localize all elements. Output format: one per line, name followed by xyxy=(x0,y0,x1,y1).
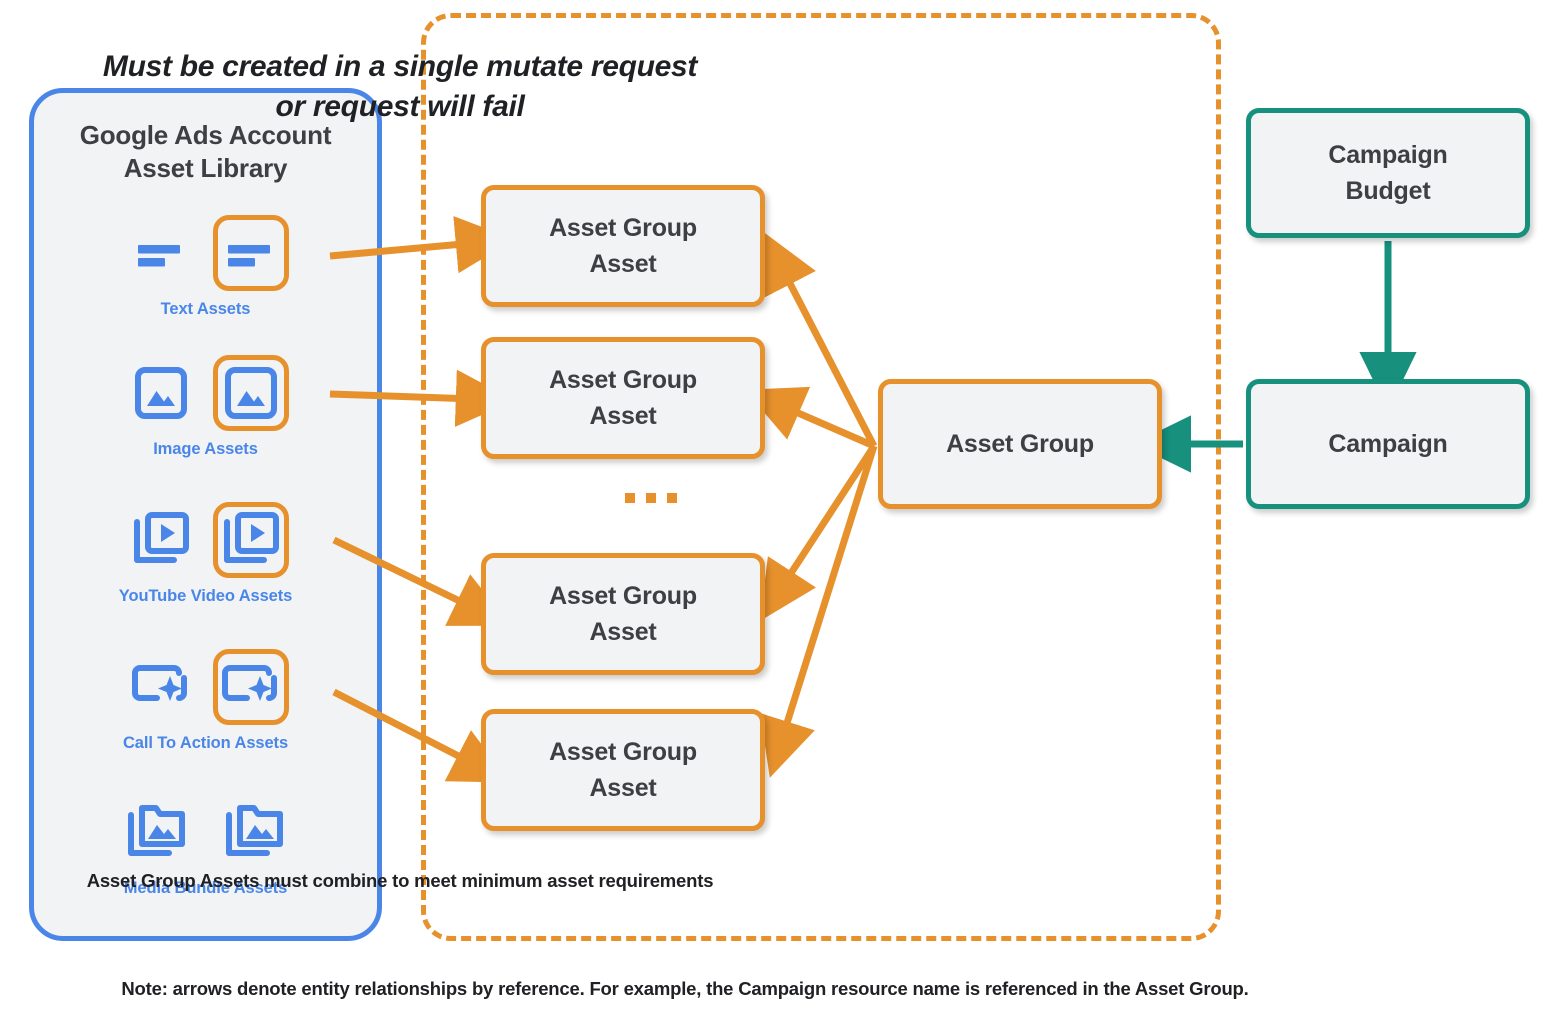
media-bundle-icon-second[interactable] xyxy=(217,794,293,870)
node-label-line2: Asset xyxy=(589,402,657,430)
mutate-footnote: Asset Group Assets must combine to meet … xyxy=(86,870,714,891)
library-title-line2: Asset Library xyxy=(123,153,288,184)
asset-group-asset-node-4[interactable]: Asset Group Asset xyxy=(481,709,765,831)
node-label-line1: Asset Group xyxy=(549,737,697,766)
node-label: Campaign xyxy=(1328,429,1448,458)
asset-group-asset-node-2[interactable]: Asset Group Asset xyxy=(481,337,765,459)
asset-row-label: Text Assets xyxy=(160,300,251,318)
video-stack-icon xyxy=(133,512,189,563)
node-label-line1: Asset Group xyxy=(549,581,697,610)
image-asset-icon-unselected[interactable] xyxy=(123,355,199,431)
asset-group-node[interactable]: Asset Group xyxy=(878,379,1162,509)
mutate-headline-line2: or request will fail xyxy=(275,89,525,123)
node-label-line1: Asset Group xyxy=(549,365,697,394)
ellipsis-dot xyxy=(646,493,656,503)
asset-row-label: Media Bundle Assets xyxy=(123,879,288,897)
ellipsis-dot xyxy=(625,493,635,503)
cta-asset-icon-selected[interactable] xyxy=(212,649,289,725)
cta-asset-icon-unselected[interactable] xyxy=(123,649,199,725)
asset-row-video: YouTube Video Assets xyxy=(34,498,377,606)
asset-group-asset-node-3[interactable]: Asset Group Asset xyxy=(481,553,765,675)
video-asset-icon-unselected[interactable] xyxy=(123,502,199,578)
text-lines-icon xyxy=(137,245,180,267)
text-lines-icon xyxy=(227,245,270,267)
video-asset-icon-selected[interactable] xyxy=(212,502,289,578)
text-asset-icon-selected[interactable] xyxy=(212,215,289,291)
text-asset-icon-unselected[interactable] xyxy=(123,215,199,291)
node-label-line1: Asset Group xyxy=(549,213,697,242)
image-icon xyxy=(224,367,277,419)
ellipsis-indicator xyxy=(625,493,677,503)
footer-note: Note: arrows denote entity relationships… xyxy=(121,978,1249,999)
node-label: Asset Group xyxy=(946,429,1094,458)
media-bundle-icon-first[interactable] xyxy=(119,794,195,870)
asset-row-text: Text Assets xyxy=(34,211,377,319)
call-to-action-icon xyxy=(221,665,277,701)
ellipsis-dot xyxy=(667,493,677,503)
node-label-line1: Campaign xyxy=(1328,140,1448,169)
node-label-line2: Asset xyxy=(589,250,657,278)
media-bundle-icon xyxy=(225,805,283,856)
mutate-headline-line1: Must be created in a single mutate reque… xyxy=(102,50,698,83)
mutate-headline: Must be created in a single mutate reque… xyxy=(30,47,770,127)
asset-library-panel: Google Ads Account Asset Library xyxy=(29,88,382,941)
asset-row-cta: Call To Action Assets xyxy=(34,645,377,753)
node-label-line2: Asset xyxy=(589,618,657,646)
image-asset-icon-selected[interactable] xyxy=(212,355,289,431)
asset-row-label: Image Assets xyxy=(153,440,258,458)
asset-group-asset-node-1[interactable]: Asset Group Asset xyxy=(481,185,765,307)
video-stack-icon xyxy=(223,512,279,563)
page-title: Google Ads Account Asset Library xyxy=(34,119,377,186)
asset-row-label: Call To Action Assets xyxy=(122,734,289,752)
media-bundle-icon xyxy=(127,805,185,856)
asset-row-media-bundle: Media Bundle Assets xyxy=(34,790,377,898)
image-icon xyxy=(134,367,187,419)
call-to-action-icon xyxy=(131,665,187,701)
node-label-line2: Budget xyxy=(1345,177,1431,205)
asset-row-label: YouTube Video Assets xyxy=(118,587,293,605)
library-title-line1: Google Ads Account xyxy=(79,120,332,150)
campaign-node[interactable]: Campaign xyxy=(1246,379,1530,509)
asset-row-image: Image Assets xyxy=(34,351,377,459)
node-label-line2: Asset xyxy=(589,774,657,802)
campaign-budget-node[interactable]: Campaign Budget xyxy=(1246,108,1530,238)
